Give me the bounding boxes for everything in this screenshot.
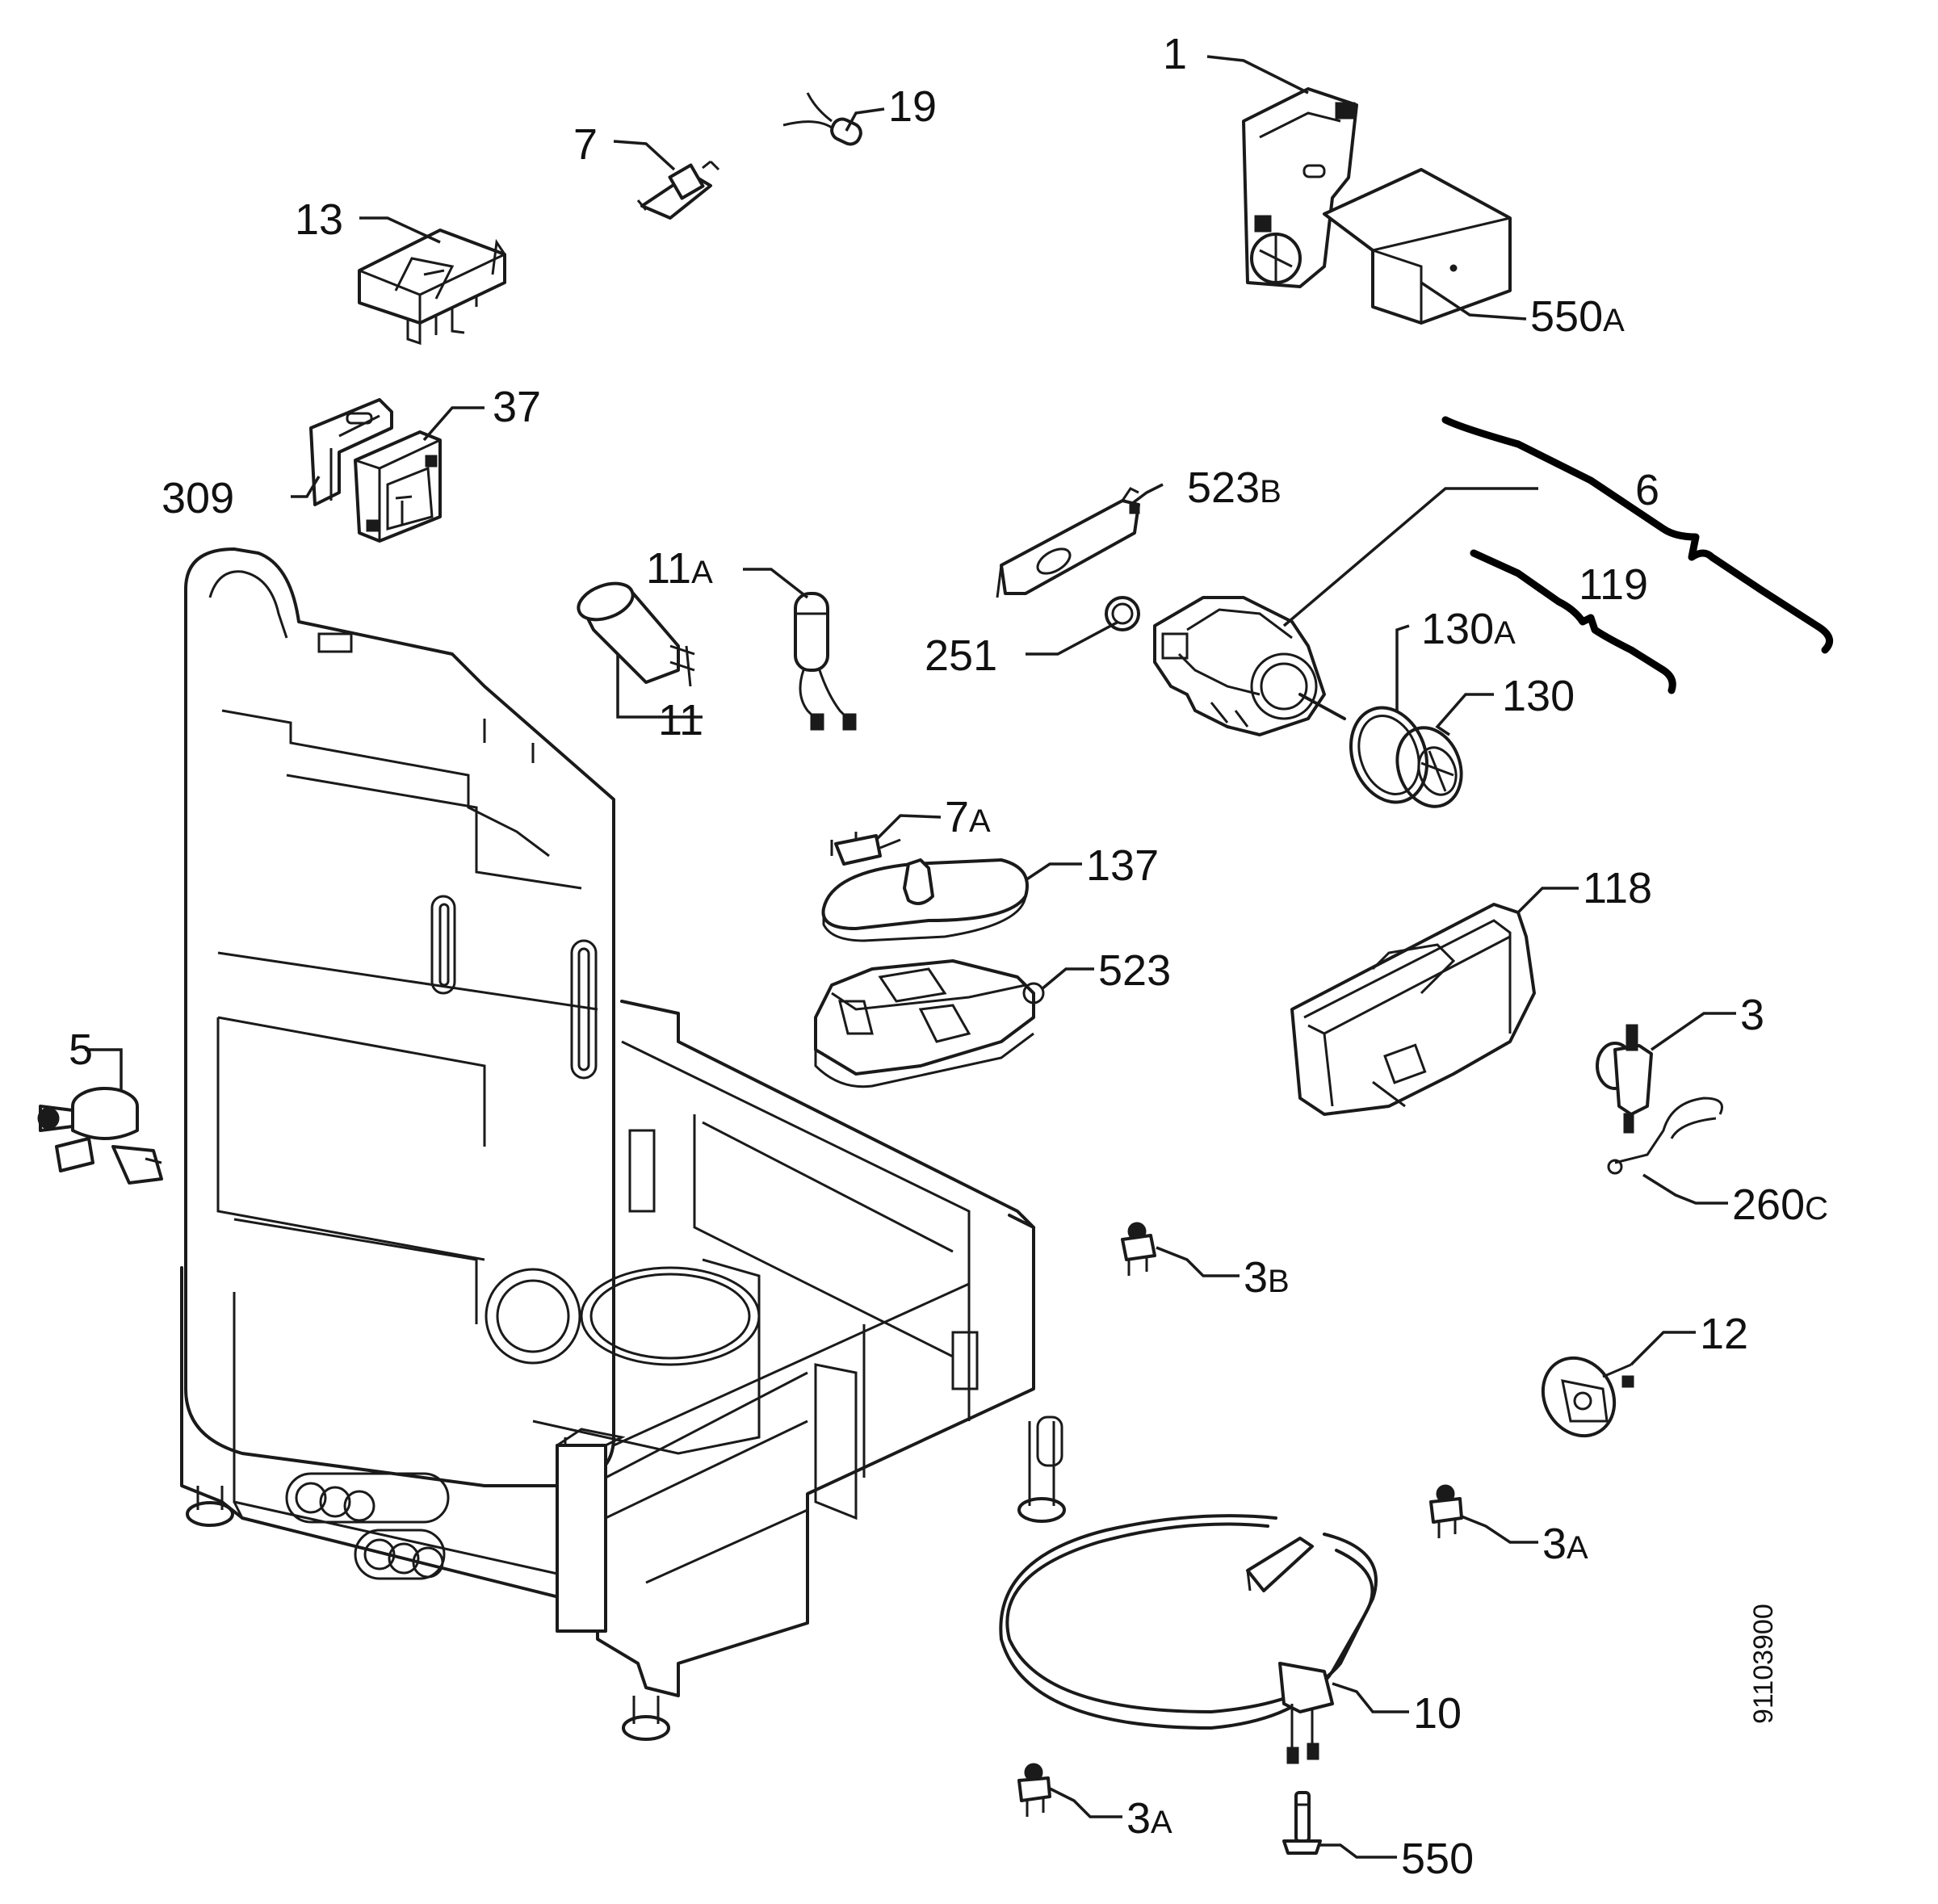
timer-part-1-icon	[1242, 87, 1358, 288]
label-251: 251	[925, 631, 997, 680]
sensor-part-3a-right-icon	[1429, 1484, 1463, 1538]
cover-part-137-icon	[821, 858, 1029, 942]
bolt-part-550-icon	[1282, 1791, 1322, 1855]
label-11a: 11A	[646, 544, 713, 593]
holder-part-523-icon	[814, 959, 1045, 1088]
label-523: 523	[1098, 946, 1171, 995]
label-6: 6	[1635, 466, 1659, 514]
label-19: 19	[888, 82, 937, 131]
label-13: 13	[295, 195, 343, 244]
capacitor-part-19-icon	[782, 92, 862, 146]
label-523b: 523B	[1187, 463, 1282, 512]
thermostat-part-3-icon	[1596, 1024, 1653, 1134]
bracket-part-309-icon	[309, 398, 393, 506]
label-5: 5	[69, 1025, 93, 1074]
label-10: 10	[1413, 1689, 1462, 1738]
label-260c: 260C	[1732, 1181, 1828, 1229]
label-3: 3	[1740, 991, 1764, 1039]
label-3a-bottom: 3A	[1126, 1794, 1172, 1843]
sensor-part-3b-icon	[1121, 1222, 1156, 1276]
label-550: 550	[1401, 1835, 1474, 1883]
inlet-valve-part-5-icon	[37, 1087, 163, 1185]
brace-group-6	[1441, 416, 1834, 654]
part-labels: 1 19 7 13 550A 37 309 523B 6 11A 119 130…	[69, 30, 1828, 1883]
label-130a: 130A	[1421, 605, 1516, 653]
label-12: 12	[1700, 1310, 1748, 1358]
bracket-part-523b-icon	[996, 487, 1140, 598]
brace-group-119	[1470, 549, 1676, 694]
label-3b: 3B	[1244, 1253, 1290, 1302]
sensor-part-12-icon	[1541, 1356, 1634, 1438]
label-119: 119	[1579, 560, 1648, 609]
label-118: 118	[1583, 864, 1652, 912]
label-550a: 550A	[1530, 292, 1625, 341]
label-130: 130	[1502, 672, 1575, 720]
filter-part-11a-icon	[794, 592, 857, 731]
impeller-part-130-icon	[1349, 706, 1463, 808]
relay-block-part-13-icon	[358, 229, 506, 346]
transformer-part-37-icon	[354, 430, 442, 543]
switch-part-7-icon	[636, 160, 720, 220]
label-11: 11	[658, 696, 703, 744]
drawing-code: 91103900	[1748, 1604, 1779, 1724]
label-1: 1	[1163, 30, 1187, 78]
label-3a-right: 3A	[1542, 1520, 1588, 1568]
pump-motor-icon	[1153, 596, 1346, 736]
label-7a: 7A	[945, 793, 991, 841]
label-7: 7	[573, 120, 598, 169]
label-309: 309	[162, 474, 234, 522]
module-box-part-550a-icon	[1323, 168, 1512, 325]
capacitor-part-11-icon	[577, 581, 695, 687]
clip-part-260c-icon	[1607, 1097, 1723, 1175]
leader-lines	[85, 55, 1736, 1859]
dishwasher-tub-frame-icon	[180, 547, 1066, 1741]
label-37: 37	[493, 383, 541, 431]
grommet-part-251-icon	[1105, 596, 1140, 631]
heating-element-icon	[999, 1514, 1378, 1764]
dispenser-part-118-icon	[1290, 903, 1536, 1116]
label-137: 137	[1086, 841, 1159, 890]
sensor-part-7a-icon	[830, 832, 901, 866]
sensor-part-3a-bottom-icon	[1017, 1763, 1051, 1817]
